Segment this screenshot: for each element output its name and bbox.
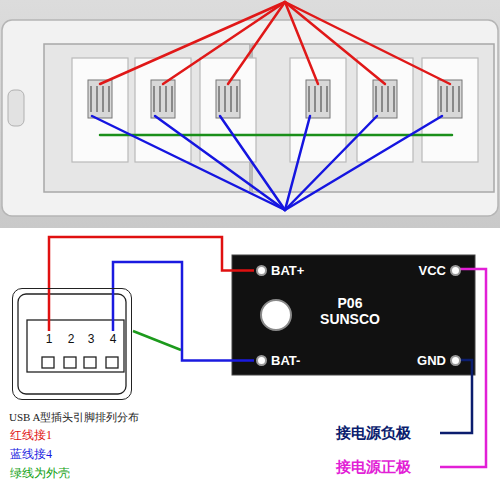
wire — [113, 262, 254, 361]
solder-pad — [256, 265, 267, 276]
power-note: 接电源正极 — [336, 458, 411, 477]
wire-note: 蓝线接4 — [10, 446, 52, 463]
terminal-name: BAT- — [271, 353, 300, 368]
pin-number: 4 — [106, 331, 120, 347]
module-board — [232, 255, 475, 375]
wire — [49, 237, 254, 331]
power-wires — [133, 269, 486, 467]
wire-note: 绿线为外壳 — [10, 465, 70, 482]
terminal: BAT+ — [254, 261, 306, 280]
pin-number: 3 — [84, 331, 98, 347]
solder-pad — [450, 265, 461, 276]
pin-number: 2 — [64, 331, 78, 347]
power-note: 接电源负极 — [336, 424, 411, 443]
charger-module: P06 SUNSCO BAT+ VCC BAT- GND — [232, 255, 475, 375]
solder-pad — [256, 355, 267, 366]
wall-plate-photo — [0, 0, 500, 228]
terminal-name: GND — [417, 353, 446, 368]
usb-plug-face — [18, 294, 126, 394]
terminal-name: VCC — [419, 263, 446, 278]
connector-caption: USB A型插头引脚排列分布 — [9, 410, 140, 425]
pin-number: 4 — [110, 331, 117, 347]
terminal-name: BAT+ — [271, 263, 304, 278]
solder-pad — [450, 355, 461, 366]
pin-number: 1 — [42, 331, 56, 347]
pin-number: 2 — [68, 331, 75, 347]
pin-number: 3 — [88, 331, 95, 347]
terminal: VCC — [417, 261, 463, 280]
pin-number: 1 — [46, 331, 53, 347]
module-name: P06 SUNSCO — [310, 295, 390, 327]
terminal: BAT- — [254, 351, 302, 370]
terminal: GND — [415, 351, 463, 370]
wire-note: 红线接1 — [10, 427, 52, 444]
usb-connector: USB A型插头引脚排列分布1234 — [12, 288, 132, 400]
